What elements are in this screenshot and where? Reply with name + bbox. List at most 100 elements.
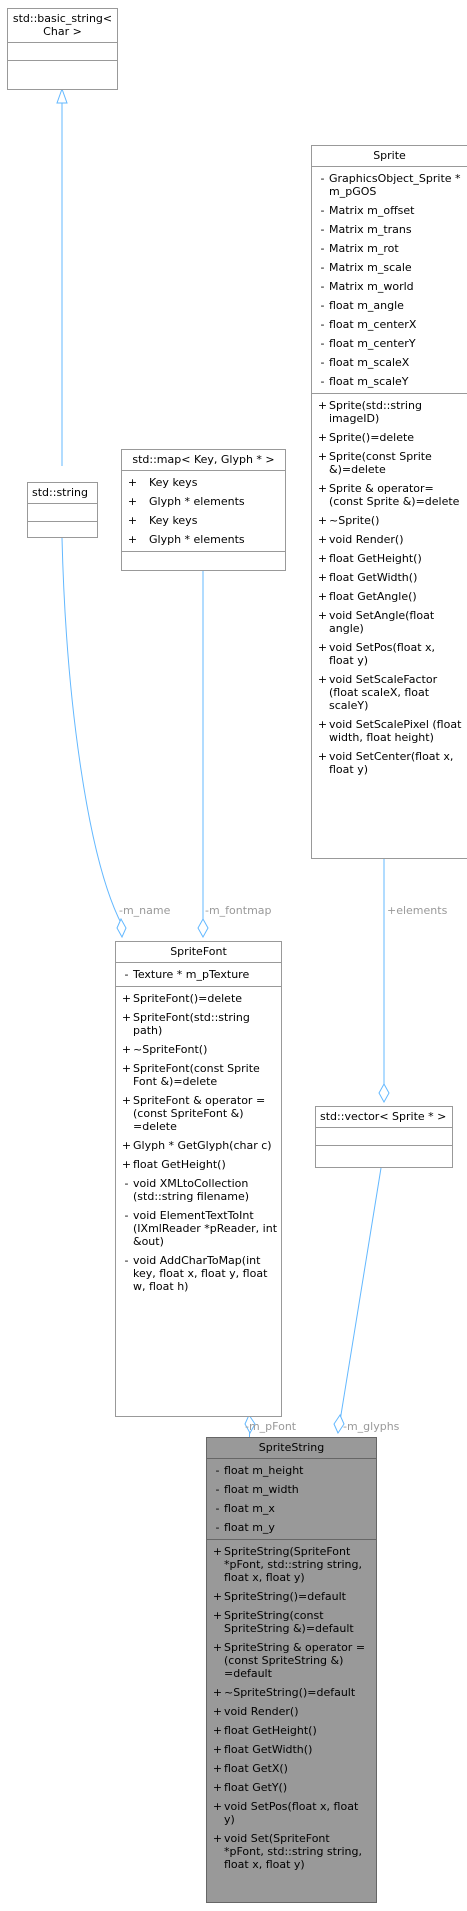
- method-text: void SetPos(float x, float y): [224, 1800, 359, 1826]
- attribute-row: -Matrix m_world: [316, 277, 463, 296]
- visibility-marker: -: [320, 223, 325, 236]
- attribute-text: float m_height: [224, 1464, 304, 1477]
- visibility-marker: -: [320, 280, 325, 293]
- method-text: SpriteFont(const Sprite Font &)=delete: [133, 1062, 260, 1088]
- method-row: -void XMLtoCollection (std::string filen…: [120, 1174, 277, 1206]
- method-row: +SpriteString()=default: [211, 1587, 372, 1606]
- method-text: void Render(): [224, 1705, 299, 1718]
- method-row: +void Render(): [316, 530, 463, 549]
- method-text: Sprite(const Sprite &)=delete: [329, 450, 432, 476]
- method-row: +void SetPos(float x, float y): [211, 1797, 372, 1829]
- class-title: SpriteString: [207, 1438, 376, 1459]
- method-row: -void AddCharToMap(int key, float x, flo…: [120, 1251, 277, 1296]
- method-row: +void SetScaleFactor (float scaleX, floa…: [316, 670, 463, 715]
- visibility-marker: +: [317, 609, 328, 622]
- method-text: ~Sprite(): [329, 514, 380, 527]
- attribute-row: +Key keys: [126, 473, 281, 492]
- attribute-text: float m_centerX: [329, 318, 417, 331]
- visibility-marker: +: [317, 482, 328, 495]
- edge-m-glyphs-diamond: [333, 1413, 345, 1435]
- class-std-vector[interactable]: std::vector< Sprite * >: [315, 1106, 453, 1168]
- class-sprite[interactable]: Sprite -GraphicsObject_Sprite * m_pGOS -…: [311, 145, 467, 859]
- method-row: +float GetAngle(): [316, 587, 463, 606]
- methods-section: [316, 1146, 452, 1163]
- attribute-row: -Matrix m_trans: [316, 220, 463, 239]
- method-text: float GetAngle(): [329, 590, 417, 603]
- attribute-text: Matrix m_rot: [329, 242, 399, 255]
- visibility-marker: +: [121, 1094, 132, 1107]
- attribute-row: -float m_scaleY: [316, 372, 463, 391]
- edge-label-m-pfont: -m_pFont: [245, 1420, 297, 1433]
- visibility-marker: +: [121, 1139, 132, 1152]
- visibility-marker: +: [212, 1641, 223, 1654]
- visibility-marker: -: [320, 299, 325, 312]
- method-text: Sprite & operator=(const Sprite &)=delet…: [329, 482, 460, 508]
- attribute-text: float m_y: [224, 1521, 275, 1534]
- attributes-section: [316, 1128, 452, 1146]
- attribute-text: Matrix m_scale: [329, 261, 412, 274]
- visibility-marker: +: [317, 673, 328, 686]
- class-title: Sprite: [312, 146, 467, 167]
- attribute-row: -float m_angle: [316, 296, 463, 315]
- attribute-text: Key keys: [149, 476, 198, 489]
- method-text: SpriteFont()=delete: [133, 992, 243, 1005]
- method-row: +Sprite(const Sprite &)=delete: [316, 447, 463, 479]
- method-row: +~Sprite(): [316, 511, 463, 530]
- attribute-row: -float m_x: [211, 1499, 372, 1518]
- method-row: +~SpriteFont(): [120, 1040, 277, 1059]
- attribute-text: float m_scaleY: [329, 375, 409, 388]
- class-title: std::vector< Sprite * >: [316, 1107, 452, 1128]
- visibility-marker: -: [215, 1483, 220, 1496]
- attribute-row: -GraphicsObject_Sprite * m_pGOS: [316, 169, 463, 201]
- attributes-section: -Texture * m_pTexture: [116, 963, 281, 987]
- method-text: void SetAngle(float angle): [329, 609, 435, 635]
- class-basic-string[interactable]: std::basic_string< Char >: [7, 8, 118, 90]
- visibility-marker: +: [127, 495, 138, 508]
- method-text: SpriteFont(std::string path): [133, 1011, 250, 1037]
- visibility-marker: +: [212, 1705, 223, 1718]
- visibility-marker: +: [317, 399, 328, 412]
- attributes-section: +Key keys +Glyph * elements +Key keys +G…: [122, 471, 285, 552]
- visibility-marker: +: [127, 533, 138, 546]
- class-spritestring[interactable]: SpriteString -float m_height -float m_wi…: [206, 1437, 377, 1903]
- methods-section: +Sprite(std::string imageID) +Sprite()=d…: [312, 394, 467, 781]
- attribute-text: GraphicsObject_Sprite * m_pGOS: [329, 172, 461, 198]
- visibility-marker: -: [124, 968, 129, 981]
- visibility-marker: +: [212, 1590, 223, 1603]
- method-text: float GetWidth(): [224, 1743, 313, 1756]
- visibility-marker: +: [317, 431, 328, 444]
- method-text: Glyph * GetGlyph(char c): [133, 1139, 272, 1152]
- attribute-text: float m_centerY: [329, 337, 416, 350]
- visibility-marker: +: [121, 1158, 132, 1171]
- visibility-marker: +: [212, 1781, 223, 1794]
- attribute-row: -float m_centerX: [316, 315, 463, 334]
- attribute-row: -float m_scaleX: [316, 353, 463, 372]
- visibility-marker: -: [215, 1502, 220, 1515]
- class-spritefont[interactable]: SpriteFont -Texture * m_pTexture +Sprite…: [115, 941, 282, 1417]
- attribute-text: float m_width: [224, 1483, 299, 1496]
- attribute-row: +Glyph * elements: [126, 530, 281, 549]
- method-text: void Render(): [329, 533, 404, 546]
- method-row: +void Render(): [211, 1702, 372, 1721]
- method-text: void ElementTextToInt (IXmlReader *pRead…: [133, 1209, 278, 1248]
- visibility-marker: -: [320, 318, 325, 331]
- edge-elements-diamond: [378, 1082, 390, 1104]
- edge-m-name-diamond: [116, 917, 127, 939]
- visibility-marker: -: [320, 172, 325, 185]
- class-std-map[interactable]: std::map< Key, Glyph * > +Key keys +Glyp…: [121, 449, 286, 571]
- method-row: +void SetScalePixel (float width, float …: [316, 715, 463, 747]
- attribute-row: -Matrix m_scale: [316, 258, 463, 277]
- method-text: float GetHeight(): [224, 1724, 317, 1737]
- attributes-section: [8, 43, 117, 61]
- method-row: +Glyph * GetGlyph(char c): [120, 1136, 277, 1155]
- method-row: +void Set(SpriteFont *pFont, std::string…: [211, 1829, 372, 1874]
- methods-section: + SpriteFont()=delete + SpriteFont(std::st…: [116, 987, 281, 1298]
- visibility-marker: +: [317, 750, 328, 763]
- class-std-string[interactable]: std::string: [27, 482, 98, 538]
- method-row: +SpriteFont & operator =(const SpriteFon…: [120, 1091, 277, 1136]
- attribute-text: Matrix m_offset: [329, 204, 415, 217]
- visibility-marker: +: [317, 718, 328, 731]
- method-row: +Sprite(std::string imageID): [316, 396, 463, 428]
- method-text: SpriteFont & operator =(const SpriteFont…: [133, 1094, 266, 1133]
- method-text: SpriteString(SpriteFont *pFont, std::str…: [224, 1545, 363, 1584]
